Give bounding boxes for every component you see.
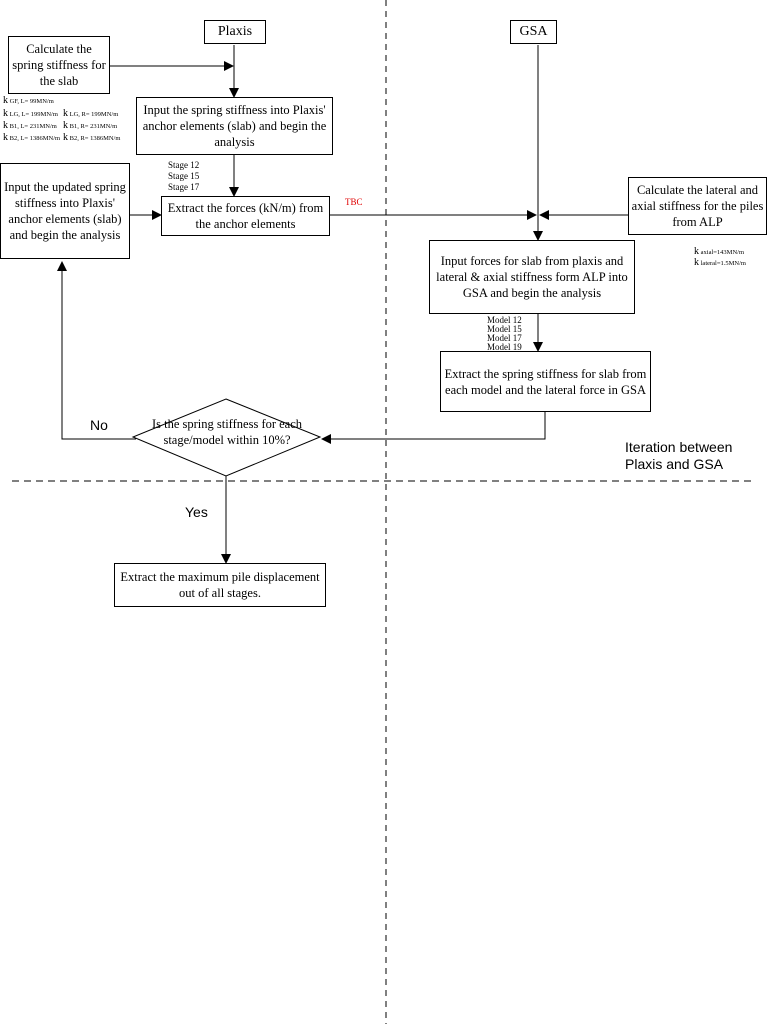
k-axial: k axial=143MN/m — [694, 246, 745, 257]
model-12-label: Model 12 — [487, 315, 522, 325]
no-branch-arrow — [57, 261, 136, 440]
extract-to-decision-arrow — [321, 412, 546, 444]
k-gf: k GF, L= 99MN/m — [3, 95, 54, 106]
calc-lateral-axial-box: Calculate the lateral and axial stiffnes… — [628, 177, 767, 235]
extract-max-disp-box: Extract the maximum pile displacement ou… — [114, 563, 326, 607]
decision-label: Is the spring stiffness for each stage/m… — [151, 417, 303, 447]
model-17-label: Model 17 — [487, 333, 522, 343]
k-lg-r: k LG, R= 199MN/m — [63, 108, 119, 119]
k-b2-l: k B2, L= 1386MN/m — [3, 132, 61, 143]
model-19-label: Model 19 — [487, 342, 522, 352]
plaxis-header: Plaxis — [204, 20, 266, 44]
model-15-label: Model 15 — [487, 324, 522, 334]
calc-spring-slab-box: Calculate the spring stiffness for the s… — [8, 36, 110, 94]
decision-diamond — [131, 398, 322, 477]
stage-17-label: Stage 17 — [168, 182, 200, 192]
extract-spring-gsa-box: Extract the spring stiffness for slab fr… — [440, 351, 651, 412]
input-forces-gsa-box: Input forces for slab from plaxis and la… — [429, 240, 635, 314]
k-lateral: k lateral=1.5MN/m — [694, 257, 746, 268]
input-updated-spring-box: Input the updated spring stiffness into … — [0, 163, 130, 259]
tbc-label: TBC — [345, 197, 363, 207]
stage-15-label: Stage 15 — [168, 171, 200, 181]
yes-label: Yes — [185, 504, 208, 520]
iteration-label: Iteration between Plaxis and GSA — [625, 439, 733, 472]
k-b2-r: k B2, R= 1386MN/m — [63, 132, 121, 143]
k-b1-l: k B1, L= 231MN/m — [3, 120, 57, 131]
k-lg-l: k LG, L= 199MN/m — [3, 108, 58, 119]
extract-forces-box: Extract the forces (kN/m) from the ancho… — [161, 196, 330, 236]
input-spring-plaxis-box: Input the spring stiffness into Plaxis' … — [136, 97, 333, 155]
k-b1-r: k B1, R= 231MN/m — [63, 120, 118, 131]
stage-12-label: Stage 12 — [168, 160, 200, 170]
gsa-header: GSA — [510, 20, 557, 44]
no-label: No — [90, 417, 108, 433]
